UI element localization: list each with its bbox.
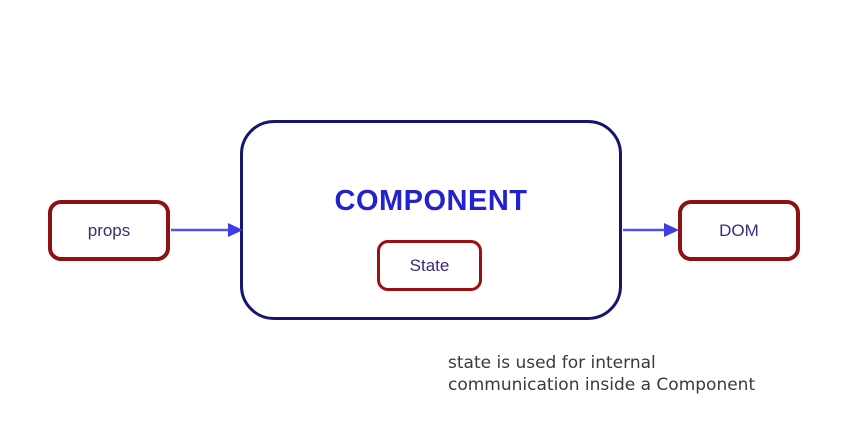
dom-label: DOM [719,220,759,240]
component-title: COMPONENT [334,185,528,217]
props-to-component-arrow-icon [171,223,243,237]
caption-line-1: state is used for internal [448,353,656,373]
component-to-dom-arrow-icon [623,223,679,237]
state-label: State [409,255,450,275]
component-box: COMPONENT State [240,120,622,320]
state-box: State [377,240,482,291]
caption: state is used for internal communication… [448,353,755,396]
caption-line-2: communication inside a Component [448,374,756,395]
dom-box: DOM [678,200,800,261]
props-box: props [48,200,170,261]
props-label: props [87,220,131,240]
